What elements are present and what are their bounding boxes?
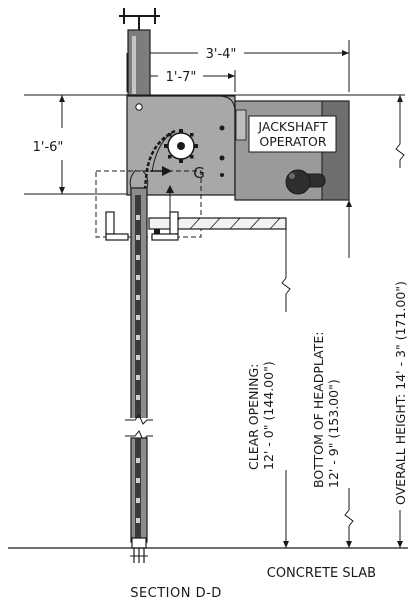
guide-track [129, 169, 149, 421]
dimension-width-inner-label: 1'-7" [166, 70, 197, 85]
dimension-clear-opening: CLEAR OPENING: 12' - 0" (144.00") [246, 218, 291, 548]
drum-gear [164, 129, 198, 163]
dimension-height-left-label: 1'-6" [33, 140, 64, 155]
dimension-headplate: BOTTOM OF HEADPLATE: 12' - 9" (153.00") [311, 200, 354, 548]
dimension-height-left: 1'-6" [24, 94, 405, 195]
operator-label-line1: JACKSHAFT [257, 119, 328, 134]
marker-g-label: G [193, 164, 205, 182]
section-title: SECTION D-D [130, 586, 222, 601]
anchor-bolts [130, 548, 148, 563]
clear-opening-label-line1: CLEAR OPENING: [246, 364, 261, 470]
headplate-label-line2: 12' - 9" (153.00") [326, 379, 341, 488]
headplate-label-line1: BOTTOM OF HEADPLATE: [311, 332, 326, 488]
operator-label-line2: OPERATOR [259, 134, 327, 149]
cable-curve [143, 129, 176, 189]
dimension-width-inner: 1'-7" [150, 70, 236, 92]
clear-opening-label-line2: 12' - 0" (144.00") [261, 361, 276, 470]
upper-post [127, 29, 151, 99]
track-break [125, 414, 153, 441]
dimension-overall-height: OVERALL HEIGHT: 14' - 3" (171.00") [393, 95, 408, 548]
jackshaft-operator: JACKSHAFT OPERATOR [234, 100, 350, 201]
detail-callout-box [95, 170, 202, 238]
wall-brackets [105, 211, 179, 241]
top-rail-mount [119, 8, 160, 30]
dimension-width-overall: 3'-4" [126, 40, 350, 92]
floor-label: CONCRETE SLAB [267, 566, 376, 581]
dimension-width-overall-label: 3'-4" [206, 47, 237, 62]
overall-height-label: OVERALL HEIGHT: 14' - 3" (171.00") [393, 281, 408, 505]
guide-track-lower [130, 437, 148, 549]
